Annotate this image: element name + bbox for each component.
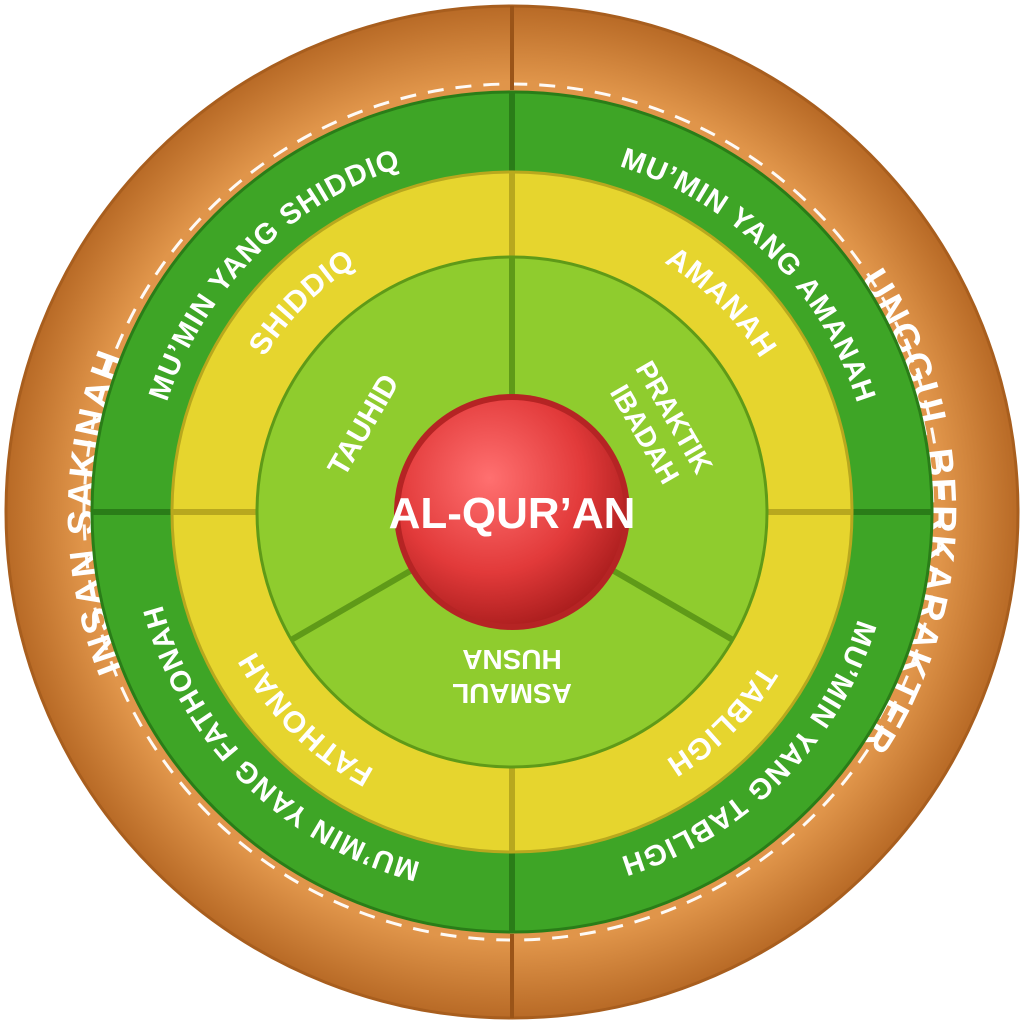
center-circle: AL-QUR’AN xyxy=(389,394,636,630)
center-label: AL-QUR’AN xyxy=(389,489,636,538)
svg-text:HUSNA: HUSNA xyxy=(462,644,562,675)
svg-text:ASMAUL: ASMAUL xyxy=(452,678,572,709)
core-label-asmaul-husna: ASMAUL HUSNA xyxy=(452,644,572,709)
